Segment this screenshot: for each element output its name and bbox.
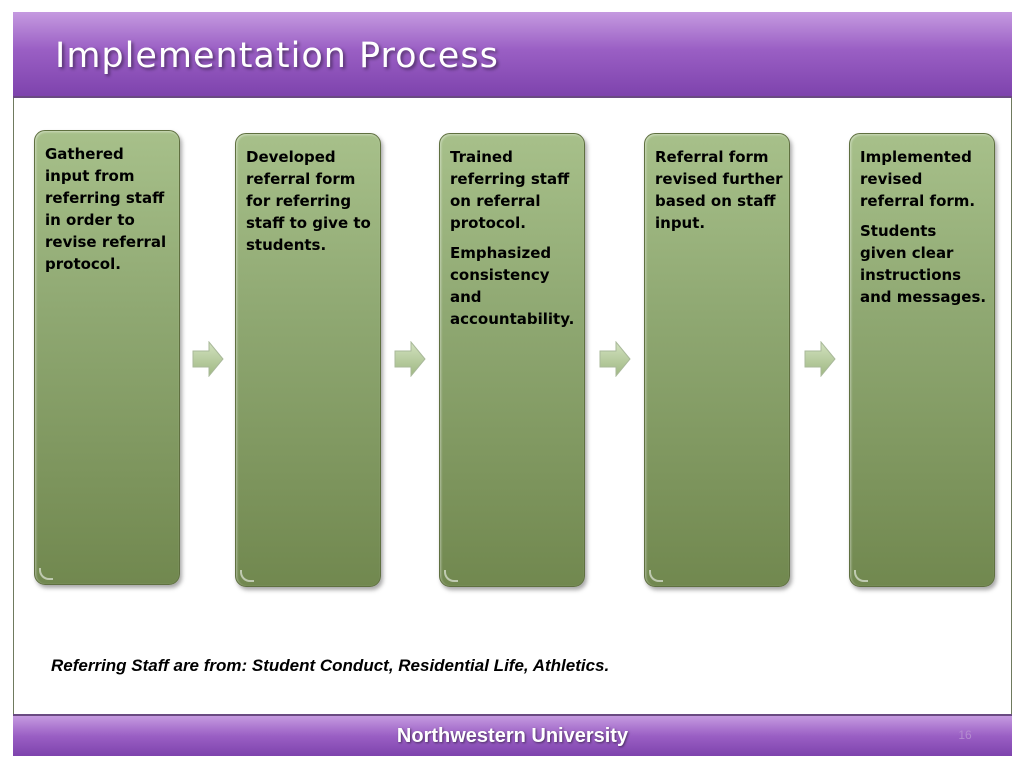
step-5-paragraph-1: Implemented revised referral form. bbox=[860, 148, 976, 210]
step-5-paragraph-2: Students given clear instructions and me… bbox=[860, 222, 987, 306]
step-3-paragraph-2: Emphasized consistency and accountabilit… bbox=[450, 244, 575, 328]
step-text-4: Referral form revised further based on s… bbox=[655, 146, 783, 242]
step-3-paragraph-1: Trained referring staff on referral prot… bbox=[450, 148, 570, 232]
step-2-paragraph-1: Developed referral form for referring st… bbox=[246, 148, 371, 254]
step-1-paragraph-1: Gathered input from referring staff in o… bbox=[45, 145, 167, 273]
right-arrow-icon bbox=[599, 341, 631, 377]
step-4-paragraph-1: Referral form revised further based on s… bbox=[655, 148, 783, 232]
right-arrow-icon bbox=[804, 341, 836, 377]
step-box-1: Gathered input from referring staff in o… bbox=[34, 130, 180, 585]
step-box-5: Implemented revised referral form. Stude… bbox=[849, 133, 995, 587]
right-arrow-icon bbox=[192, 341, 224, 377]
step-box-3: Trained referring staff on referral prot… bbox=[439, 133, 585, 587]
footnote: Referring Staff are from: Student Conduc… bbox=[51, 656, 610, 675]
footer-bar: Northwestern University 16 bbox=[13, 714, 1012, 756]
footer-organization: Northwestern University bbox=[396, 725, 629, 747]
title-bar: Implementation Process bbox=[13, 12, 1012, 98]
step-text-3: Trained referring staff on referral prot… bbox=[450, 146, 578, 338]
right-arrow-icon bbox=[394, 341, 426, 377]
step-text-1: Gathered input from referring staff in o… bbox=[45, 143, 173, 283]
slide-title: Implementation Process bbox=[55, 36, 499, 76]
step-box-4: Referral form revised further based on s… bbox=[644, 133, 790, 587]
step-text-5: Implemented revised referral form. Stude… bbox=[860, 146, 988, 316]
page-number: 16 bbox=[958, 728, 972, 742]
step-box-2: Developed referral form for referring st… bbox=[235, 133, 381, 587]
step-text-2: Developed referral form for referring st… bbox=[246, 146, 374, 264]
